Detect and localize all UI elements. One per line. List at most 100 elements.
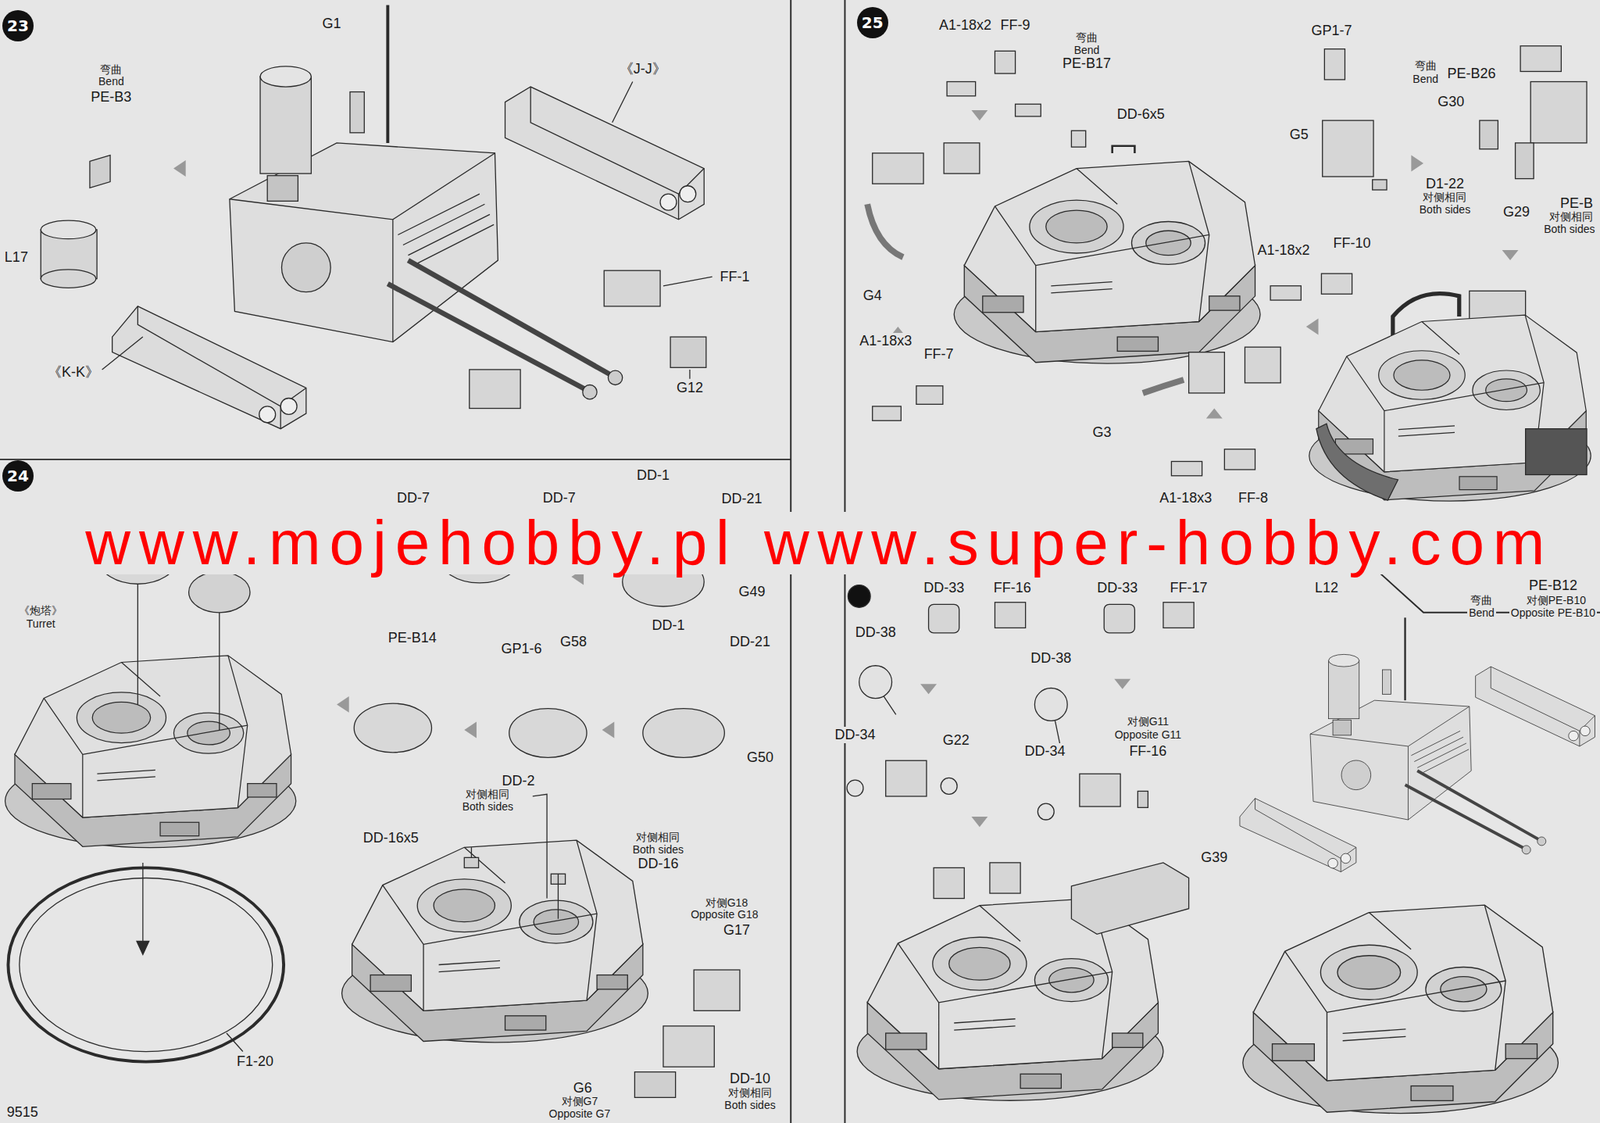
- part-label: 9515: [5, 1103, 40, 1121]
- line-art: [1112, 146, 1136, 154]
- part-label: FF-9: [999, 17, 1033, 34]
- part-label: FF-17: [1168, 579, 1210, 597]
- line-art: [1171, 460, 1202, 475]
- part-label: 对侧相同: [1547, 210, 1595, 223]
- part-label: A1-18x2: [1256, 242, 1312, 259]
- turret-drawing: [1242, 904, 1559, 1113]
- watermark: www.mojehobby.pl www.super-hobby.com: [82, 511, 1557, 575]
- part-label: G22: [941, 732, 972, 749]
- part-label: D1-22: [1424, 175, 1466, 193]
- line-art: [1137, 790, 1148, 808]
- part-label: Opposite G18: [689, 907, 760, 921]
- line-art: [634, 1071, 675, 1098]
- step-number-text: 23: [7, 16, 29, 36]
- part-label: DD-7: [395, 489, 432, 507]
- line-art: [883, 696, 1061, 750]
- turret-drawing: [953, 160, 1261, 364]
- line-art: [642, 708, 725, 758]
- line-art: [859, 665, 893, 699]
- part-label: Both sides: [1417, 203, 1472, 216]
- line-art: [137, 583, 219, 730]
- part-label: Both sides: [631, 842, 686, 856]
- line-art: [1224, 449, 1255, 470]
- line-art: [1270, 285, 1301, 300]
- line-art: [989, 862, 1021, 893]
- line-art: [1525, 428, 1587, 475]
- part-label: 弯曲: [1413, 59, 1439, 72]
- part-label: 《K-K》: [46, 364, 101, 381]
- step-number-text: 25: [861, 13, 884, 33]
- line-art: [7, 867, 284, 1061]
- line-art: [1321, 273, 1352, 294]
- part-label: 对侧相同: [634, 830, 682, 843]
- part-label: PE-B3: [89, 89, 133, 106]
- line-art: [1479, 120, 1499, 150]
- turret-drawing: [1309, 314, 1591, 501]
- part-label: G4: [861, 287, 884, 304]
- part-label: 弯曲: [1468, 593, 1494, 607]
- part-label: 对侧G11: [1125, 714, 1171, 728]
- part-label: 对侧PE-B10: [1525, 593, 1588, 607]
- part-label: FF-7: [922, 346, 956, 363]
- part-label: 弯曲: [1074, 31, 1100, 44]
- line-art: [1316, 423, 1398, 500]
- part-label: DD-16x5: [361, 829, 421, 847]
- part-label: DD-38: [853, 624, 898, 641]
- line-art: [920, 678, 1131, 827]
- part-label: DD-33: [921, 579, 966, 597]
- line-art: [40, 269, 97, 289]
- line-art: [872, 153, 924, 184]
- part-label: DD-1: [650, 617, 687, 634]
- part-label: Bend: [1467, 606, 1497, 619]
- part-label: 对侧相同: [726, 1085, 774, 1099]
- line-art: [1163, 602, 1194, 629]
- part-label: G39: [1199, 849, 1229, 866]
- line-art: [336, 568, 615, 739]
- step-number-text: 24: [7, 466, 29, 486]
- gun-module-drawing: [112, 5, 705, 429]
- line-art: [89, 155, 111, 189]
- part-label: Bend: [96, 75, 126, 88]
- line-art: [226, 1032, 243, 1052]
- part-label: DD-34: [833, 726, 878, 743]
- line-art: [353, 703, 432, 753]
- line-art: [943, 142, 980, 174]
- part-label: Both sides: [1542, 222, 1597, 236]
- line-art: [469, 369, 521, 409]
- line-art: [1189, 352, 1225, 393]
- part-label: 对侧相同: [464, 787, 511, 800]
- part-label: G1: [320, 15, 343, 33]
- part-label: PE-B26: [1445, 65, 1497, 83]
- line-art: [471, 793, 558, 918]
- part-label: G49: [737, 583, 768, 600]
- part-label: 《J-J》: [617, 60, 668, 78]
- line-art: [102, 82, 713, 379]
- part-label: G17: [721, 921, 752, 939]
- line-art: [136, 940, 150, 954]
- line-art: [693, 969, 740, 1011]
- line-art: [1103, 603, 1135, 633]
- line-art: [846, 779, 864, 797]
- part-label: 对侧相同: [1421, 190, 1468, 204]
- part-label: A1-18x2: [937, 17, 993, 34]
- line-art: [1520, 46, 1561, 72]
- part-label: GP1-7: [1309, 22, 1354, 40]
- part-label: DD-7: [541, 489, 578, 507]
- line-art: [847, 585, 871, 608]
- part-label: A1-18x3: [857, 332, 914, 350]
- line-art: [189, 571, 250, 613]
- line-art: [885, 760, 927, 797]
- line-art: [1071, 130, 1086, 147]
- line-art: [933, 867, 965, 898]
- part-label: DD-21: [720, 490, 765, 508]
- turret-drawing: [5, 655, 297, 848]
- part-label: PE-B12: [1527, 577, 1579, 594]
- part-label: L17: [3, 249, 30, 266]
- line-art: [994, 602, 1025, 629]
- line-art: [1372, 179, 1387, 190]
- part-label: G58: [558, 633, 589, 650]
- part-label: 《炮塔》: [17, 603, 65, 617]
- line-art: [1034, 687, 1068, 721]
- turret-drawing: [342, 839, 649, 1043]
